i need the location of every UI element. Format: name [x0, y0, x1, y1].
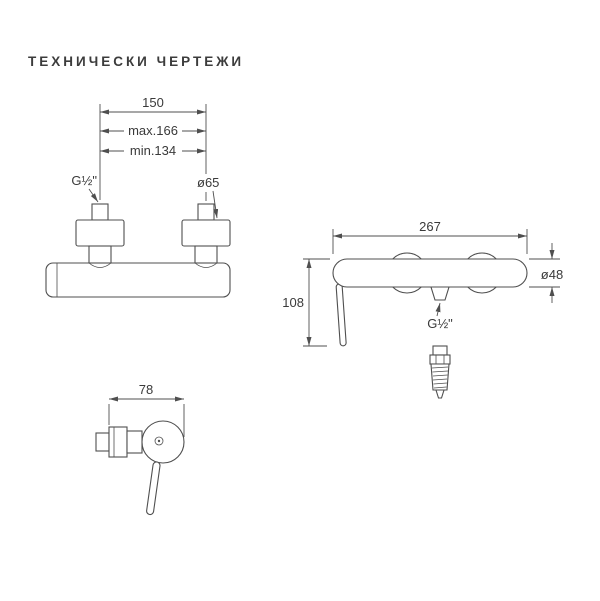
dim-108-label: 108: [282, 295, 304, 310]
left-union-neck: [88, 245, 112, 264]
handle-cap-detail-dot: [157, 439, 161, 443]
dim-max-label: max.166: [128, 123, 178, 138]
dim-150-label: 150: [142, 95, 164, 110]
top-view: 78: [95, 382, 185, 516]
page-title: ТЕХНИЧЕСКИ ЧЕРТЕЖИ: [28, 54, 245, 69]
escutcheon-edge: [108, 426, 128, 458]
dim-48-label: ø48: [541, 267, 563, 282]
dimension-max-distance: max.166: [100, 123, 206, 138]
left-escutcheon: [75, 219, 125, 247]
fitting-collar: [432, 345, 448, 356]
thread-leader-line: [88, 188, 99, 203]
outlet-thread-leader: [435, 302, 441, 317]
thread-label-side: G½": [427, 316, 453, 331]
right-union-nut: [197, 203, 215, 221]
thread-hatching: [431, 366, 449, 389]
body-cylinder: [45, 262, 231, 298]
left-wall-union: [75, 203, 125, 264]
dimension-min-distance: min.134: [100, 143, 206, 158]
callout-outlet-thread: G½": [427, 302, 453, 331]
fitting-tip: [435, 389, 445, 399]
dimension-overall-width: 267: [332, 219, 528, 254]
dimension-overall-depth: 78: [108, 382, 185, 437]
right-wall-union: [181, 203, 231, 264]
lever-handle: [335, 283, 347, 347]
right-union-neck: [194, 245, 218, 264]
callout-escutcheon-diameter: ø65: [197, 175, 219, 219]
fitting-hex-nut: [429, 354, 451, 365]
body-connector: [126, 430, 143, 454]
side-view-body: [332, 258, 528, 288]
dim-267-label: 267: [419, 219, 441, 234]
thread-label-front: G½": [71, 173, 97, 188]
callout-thread-front: G½": [71, 173, 99, 203]
escutcheon-dia-label: ø65: [197, 175, 219, 190]
front-view: 150 max.166 min.134 G½" ø65: [45, 95, 231, 298]
right-escutcheon: [181, 219, 231, 247]
hose-fitting: [429, 345, 451, 399]
outlet-stub: [430, 286, 450, 301]
escutcheon-leader-line: [212, 190, 219, 219]
front-view-body: [45, 262, 231, 298]
dimension-body-diameter: ø48: [529, 243, 563, 303]
wall-union-end: [95, 432, 110, 452]
side-view: 267 108 ø48 G½": [282, 219, 563, 399]
dim-78-label: 78: [139, 382, 153, 397]
left-neck-joint-arc: [88, 262, 112, 268]
handle-cap-detail-ring: [154, 436, 164, 446]
top-view-body: [95, 420, 185, 516]
right-neck-joint-arc: [194, 262, 218, 268]
dim-min-label: min.134: [130, 143, 176, 158]
lever-handle-top-view: [146, 461, 161, 516]
dimension-lever-height: 108: [282, 258, 330, 347]
left-union-nut: [91, 203, 109, 221]
